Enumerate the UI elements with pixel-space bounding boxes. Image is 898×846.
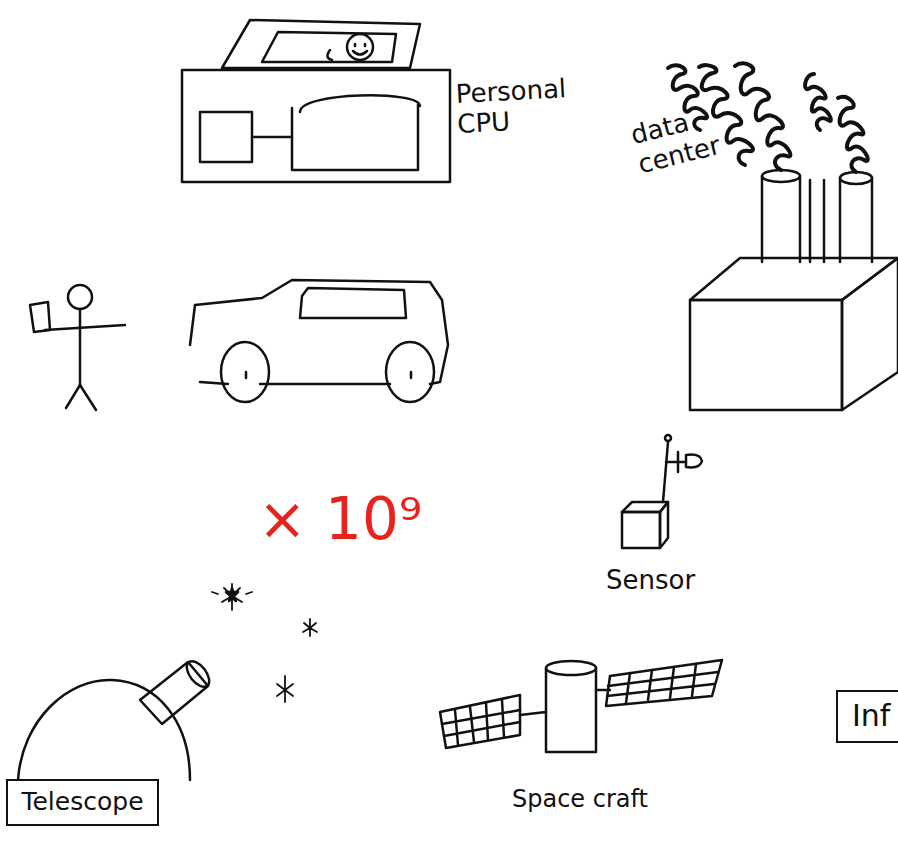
box-text: Inf <box>852 698 890 733</box>
device-label: data center <box>628 98 739 180</box>
device-label: Personal CPU <box>455 74 568 139</box>
box-text: Telescope <box>21 787 143 816</box>
spacecraft-icon <box>440 660 722 752</box>
star-sparkles <box>212 584 317 702</box>
scale-factor: × 10⁹ <box>258 486 458 553</box>
device-label: Space craft <box>512 786 692 814</box>
sensor-icon <box>622 435 702 548</box>
computer-icon <box>182 20 450 182</box>
telescope-label-box: Telescope <box>6 779 159 826</box>
car-icon <box>190 280 448 402</box>
data-center-icon <box>690 170 898 410</box>
person-figure <box>30 285 125 410</box>
telescope-icon <box>18 657 214 780</box>
device-label: Sensor <box>606 566 746 596</box>
info-box: Inf <box>836 690 898 743</box>
